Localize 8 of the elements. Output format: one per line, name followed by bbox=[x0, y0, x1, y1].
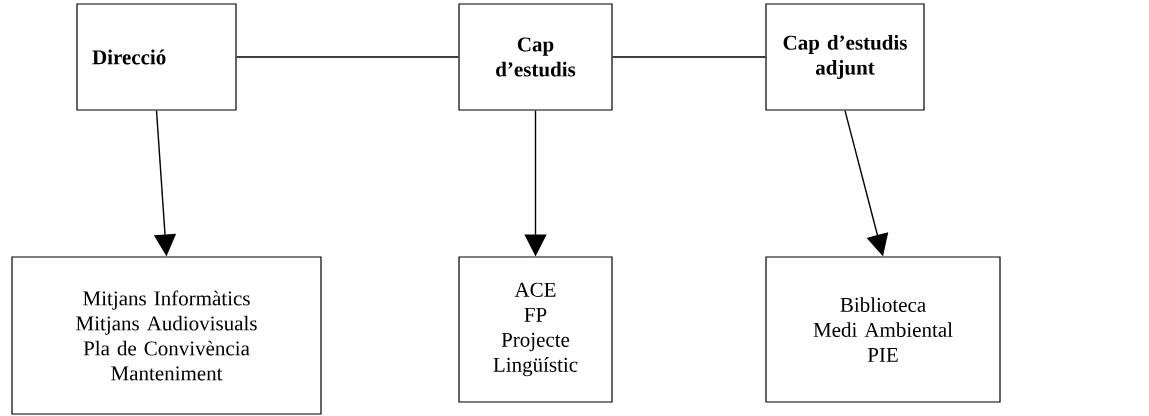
role-box: Direcció bbox=[76, 3, 237, 111]
role-box: Cap d’estudis bbox=[458, 3, 613, 111]
task-box: Biblioteca Medi Ambiental PIE bbox=[765, 256, 1001, 403]
role-box: Cap d’estudis adjunt bbox=[765, 3, 925, 111]
connector-line bbox=[611, 56, 767, 58]
task-box: ACE FP Projecte Lingüístic bbox=[458, 256, 613, 403]
task-box: Mitjans Informàtics Mitjans Audiovisuals Pla de Convivència Manteniment bbox=[11, 256, 322, 415]
connector-line bbox=[235, 56, 460, 58]
